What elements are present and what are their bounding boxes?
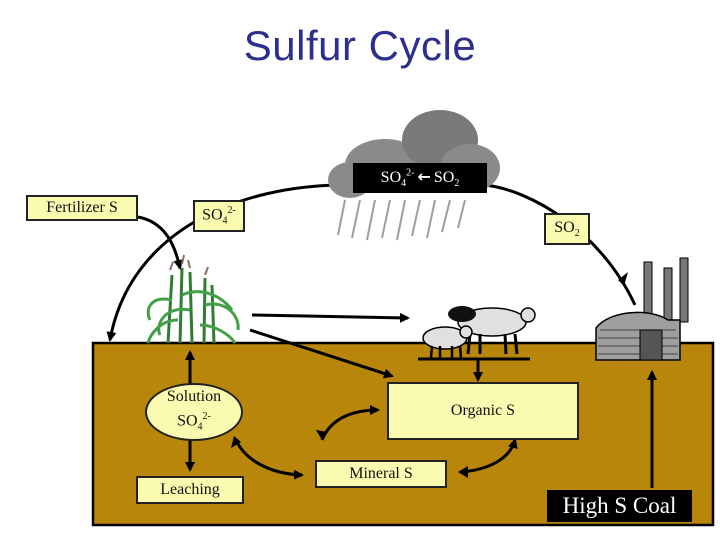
mineral-s-label: Mineral S [349, 465, 413, 482]
solution-label: Solution [166, 387, 222, 405]
organic-solution-arrowhead [316, 430, 328, 440]
mineral-organic-arrowhead [458, 466, 468, 478]
corn-plants [146, 254, 240, 344]
plant-to-organic-arrow [249, 328, 394, 379]
plant-to-animal-arrow [251, 312, 410, 323]
solution-sulfate-label: SO42- [177, 410, 211, 433]
organic-s-box: Organic S [387, 382, 579, 440]
high-s-coal-box: High S Coal [547, 490, 692, 522]
leaching-label: Leaching [160, 481, 220, 498]
power-plant [595, 257, 689, 361]
solution-mineral-arrowhead [231, 436, 241, 448]
high-s-coal-label: High S Coal [562, 493, 677, 518]
solution-sulfate-ellipse: Solution SO42- [145, 383, 243, 441]
cloud-reaction-box: SO42-←SO2 [353, 163, 487, 193]
organic-s-label: Organic S [450, 402, 516, 419]
page-title: Sulfur Cycle [243, 22, 477, 69]
sulfate-atmosphere-box: SO42- [193, 200, 245, 232]
arc-right-arrowhead [618, 272, 628, 286]
fertilizer-arrow [137, 215, 184, 270]
solution-mineral-arrow [234, 439, 304, 480]
fertilizer-s-box: Fertilizer S [26, 195, 138, 221]
fertilizer-s-label: Fertilizer S [46, 199, 118, 216]
cattle [418, 306, 536, 361]
so2-label: SO2 [554, 218, 580, 240]
mineral-s-box: Mineral S [315, 460, 447, 488]
sulfate-atmosphere-label: SO42- [202, 205, 236, 227]
cloud-reaction-label: SO42-←SO2 [380, 166, 460, 190]
so2-box: SO2 [544, 213, 590, 245]
leaching-box: Leaching [136, 476, 244, 504]
mineral-organic-arrow [459, 438, 518, 474]
